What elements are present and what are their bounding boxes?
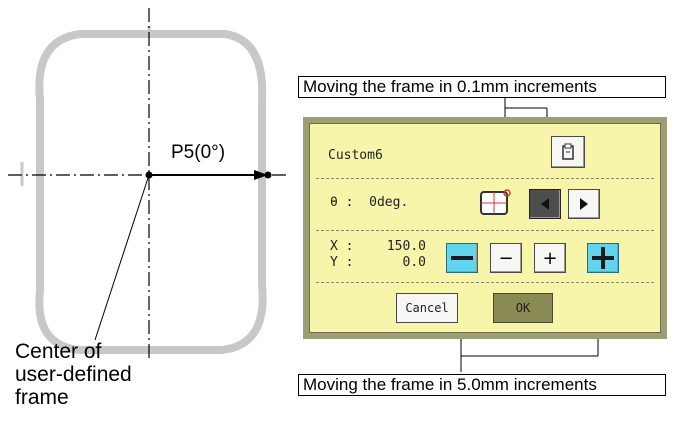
callout-coarse-increment: Moving the frame in 5.0mm increments — [298, 374, 666, 396]
end-point — [264, 171, 272, 179]
triangle-left-icon — [541, 198, 549, 210]
separator-3 — [316, 282, 654, 283]
plus-wide-icon — [592, 247, 614, 269]
frame-name: Custom6 — [328, 148, 383, 163]
frame-settings-button[interactable] — [551, 136, 585, 168]
minus-wide-icon — [451, 256, 473, 260]
direction-arrowhead — [254, 170, 268, 180]
x-label: X : — [330, 239, 354, 254]
move-minus-0-1mm-button[interactable]: − — [490, 243, 522, 273]
user-defined-frame-outline — [35, 30, 267, 354]
x-value: 150.0 — [386, 239, 426, 254]
cancel-button[interactable]: Cancel — [396, 293, 458, 323]
separator-1 — [316, 178, 654, 179]
frame-settings-icon — [562, 143, 574, 160]
move-plus-0-1mm-button[interactable]: + — [534, 243, 566, 273]
rotate-right-button[interactable] — [568, 189, 600, 219]
rotate-left-button[interactable] — [529, 189, 561, 219]
direction-label: P5(0°) — [171, 142, 226, 163]
move-minus-5mm-button[interactable] — [446, 243, 478, 273]
center-label: Center of user-defined frame — [15, 340, 132, 409]
triangle-right-icon — [580, 198, 588, 210]
y-label: Y : — [330, 255, 354, 270]
move-plus-5mm-button[interactable] — [587, 243, 619, 273]
ok-button[interactable]: OK — [493, 293, 553, 323]
angle-readout: θ : 0deg. — [330, 195, 409, 210]
separator-2 — [316, 230, 654, 231]
custom-frame-panel: Custom6 θ : 0deg. — [303, 117, 667, 339]
panel-screen: Custom6 θ : 0deg. — [309, 123, 661, 333]
frame-preview-icon — [478, 188, 512, 218]
callout-fine-increment: Moving the frame in 0.1mm increments — [298, 76, 666, 98]
center-leader-line — [94, 174, 150, 341]
y-value: 0.0 — [402, 255, 426, 270]
